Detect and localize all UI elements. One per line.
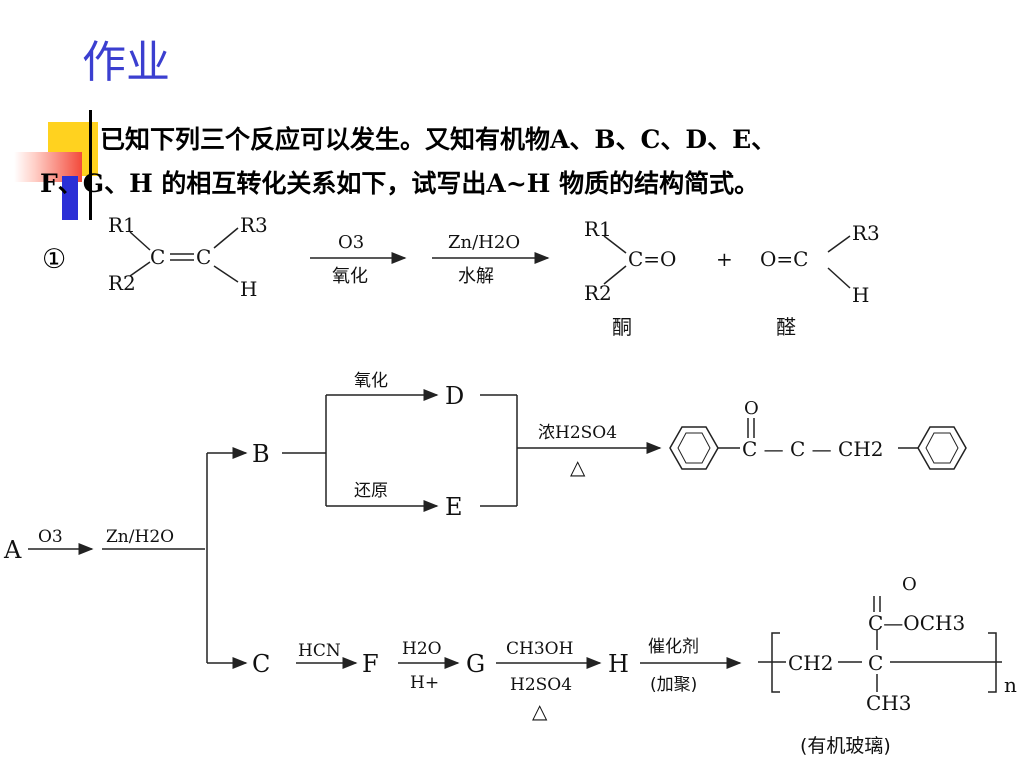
bond-k-r1 xyxy=(603,235,627,254)
label-poly-ch3: CH3 xyxy=(866,691,911,715)
compound-d: D xyxy=(445,382,464,410)
label-plus: + xyxy=(716,247,733,271)
label-methanol: CH3OH xyxy=(506,639,573,659)
label-aldehyde-name: 醛 xyxy=(776,315,796,339)
label-ketone-name: 酮 xyxy=(612,315,632,339)
label-product-chain: C — C — CH2 xyxy=(742,437,884,461)
label-r1: R1 xyxy=(108,213,136,237)
label-poly-n: n xyxy=(1004,673,1017,697)
label-heat-1: △ xyxy=(570,455,586,479)
label-c1: C xyxy=(150,245,165,269)
compound-e: E xyxy=(445,493,463,521)
bond-r2 xyxy=(129,261,151,277)
benzene-ring-2 xyxy=(917,426,967,470)
reaction-number: ① xyxy=(42,244,67,275)
label-c2: C xyxy=(196,245,211,269)
label-a-o3: O3 xyxy=(38,527,63,547)
label-k-r1: R1 xyxy=(584,217,612,241)
label-poly-ch2: CH2 xyxy=(788,651,833,675)
label-ketone-formula: C=O xyxy=(628,247,676,271)
label-poly-ester: C—OCH3 xyxy=(868,611,965,635)
compound-b: B xyxy=(252,440,270,468)
label-oxidation-2: 氧化 xyxy=(354,371,388,391)
label-poly-o: O xyxy=(902,574,917,595)
decor-vertical-line xyxy=(89,110,92,220)
label-aldehyde-formula: O=C xyxy=(760,247,808,271)
label-catalyst: 催化剂 xyxy=(648,637,699,657)
page-title: 作业 xyxy=(82,37,170,88)
problem-line-1: 已知下列三个反应可以发生。又知有机物A、B、C、D、E、 xyxy=(100,125,777,154)
benzene-inner-1 xyxy=(677,432,711,464)
label-o3: O3 xyxy=(338,232,364,253)
label-zn: Zn/H2O xyxy=(448,232,520,253)
label-oxidation: 氧化 xyxy=(332,266,368,287)
label-a-zn: Zn/H2O xyxy=(106,527,174,547)
problem-line-2: F、G、H 的相互转化关系如下，试写出A~H 物质的结构简式。 xyxy=(40,169,760,198)
label-h2so4: H2SO4 xyxy=(510,675,572,695)
compound-a: A xyxy=(3,536,22,564)
bond-a-h xyxy=(827,267,851,289)
compound-h: H xyxy=(608,650,629,678)
compound-g: G xyxy=(466,650,485,678)
bond-r3 xyxy=(213,227,239,249)
bond-k-r2 xyxy=(603,265,627,285)
bond-h xyxy=(213,265,239,283)
label-r2: R2 xyxy=(108,271,136,295)
label-hydrolysis: 水解 xyxy=(458,266,494,287)
label-hcn: HCN xyxy=(298,641,341,661)
label-reduction: 还原 xyxy=(354,481,388,501)
label-a-r3: R3 xyxy=(852,221,880,245)
compound-c: C xyxy=(252,650,270,678)
label-h-plus: H+ xyxy=(410,673,439,693)
label-polymer-name: (有机玻璃) xyxy=(800,735,891,757)
decor-blue-block xyxy=(62,176,78,220)
problem-statement: 已知下列三个反应可以发生。又知有机物A、B、C、D、E、 F、G、H 的相互转化… xyxy=(40,118,1015,206)
label-a-h: H xyxy=(852,283,869,307)
label-heat-2: △ xyxy=(532,699,548,723)
bond-r1 xyxy=(129,231,151,251)
benzene-inner-2 xyxy=(925,432,959,464)
label-polymerize: (加聚) xyxy=(650,675,697,695)
label-product-o: O xyxy=(744,398,759,419)
label-h: H xyxy=(240,277,257,301)
label-poly-c: C xyxy=(868,651,883,675)
label-r3: R3 xyxy=(240,213,268,237)
label-conc-acid: 浓H2SO4 xyxy=(538,423,617,443)
label-h2o: H2O xyxy=(402,639,442,659)
label-k-r2: R2 xyxy=(584,281,612,305)
compound-f: F xyxy=(362,650,379,678)
bond-a-r3 xyxy=(827,235,851,253)
